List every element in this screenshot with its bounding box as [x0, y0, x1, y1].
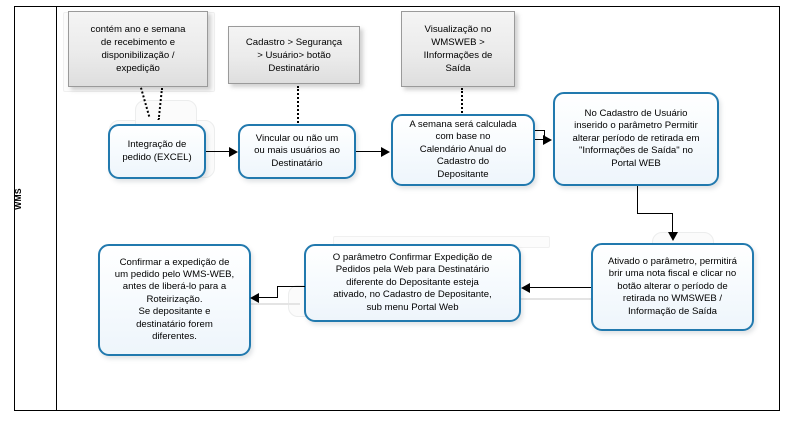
connector-5-6 — [529, 287, 591, 289]
arrow-head-4-5 — [668, 232, 678, 241]
connector-3-4 — [535, 130, 545, 132]
swimlane-label-wms: WMS — [13, 188, 23, 210]
connector-6-7 — [277, 286, 305, 288]
note-leader-dotted — [297, 86, 299, 126]
step-confirmar-expedicao-pedido[interactable]: Confirmar a expedição de um pedido pelo … — [98, 244, 251, 356]
connector-4-5 — [672, 213, 674, 237]
connector-3-4 — [535, 139, 545, 141]
step-semana-calculada[interactable]: A semana será calculada com base no Cale… — [391, 114, 535, 186]
step-confirmar-expedicao-web[interactable]: O parâmetro Confirmar Expedição de Pedid… — [304, 244, 521, 322]
connector-4-5 — [637, 186, 639, 214]
connector-6-7 — [259, 297, 278, 299]
arrow-head-2-3 — [381, 147, 390, 157]
arrow-head-6-7 — [250, 293, 259, 303]
note-cadastro-seguranca: Cadastro > Segurança > Usuário> botão De… — [228, 26, 360, 84]
connector-4-5 — [637, 213, 673, 215]
connector-1-2 — [206, 151, 230, 153]
step-vincular-usuarios[interactable]: Vincular ou não um ou mais usuários ao D… — [238, 124, 356, 179]
swimlane-frame — [14, 6, 780, 411]
step-ativado-parametro[interactable]: Ativado o parâmetro, permitirá brir uma … — [591, 243, 754, 331]
step-integracao-pedido[interactable]: Integração de pedido (EXCEL) — [108, 124, 206, 179]
swimlane-divider — [56, 6, 57, 411]
note-leader-dotted — [461, 88, 463, 117]
connector-2-3 — [356, 151, 382, 153]
connector-6-7 — [277, 286, 279, 298]
step-cadastro-usuario-parametro[interactable]: No Cadastro de Usuário inserido o parâme… — [553, 92, 719, 186]
arrow-head-1-2 — [229, 147, 238, 157]
arrow-head-5-6 — [521, 283, 530, 293]
note-ano-semana: contém ano e semana de recebimento e dis… — [68, 11, 208, 87]
arrow-head-3-4 — [543, 135, 552, 145]
note-visualizacao-wmsweb: Visualização no WMSWEB > IInformações de… — [401, 11, 515, 87]
